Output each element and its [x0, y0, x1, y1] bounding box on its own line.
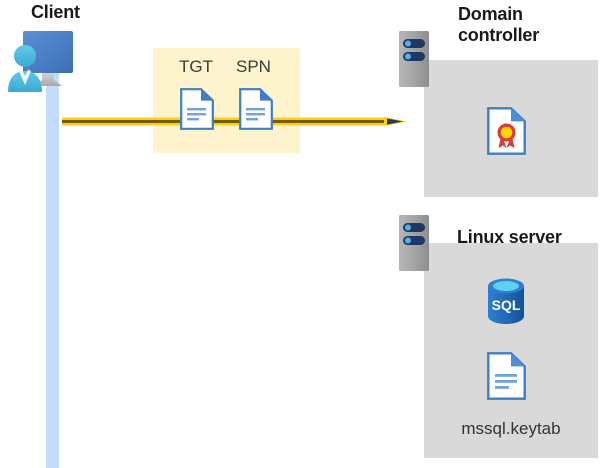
tgt-label: TGT [179, 57, 213, 76]
keytab-filename-label: mssql.keytab [461, 419, 561, 438]
linux-server-rack-icon [399, 215, 429, 271]
client-title: Client [31, 2, 80, 22]
client-workstation-icon [4, 26, 94, 96]
tgt-document-icon [180, 88, 214, 130]
spn-document-icon [239, 88, 273, 130]
svg-text:SQL: SQL [492, 297, 521, 313]
client-lifeline [46, 62, 59, 468]
keytab-document-icon [487, 352, 526, 400]
right-arrow-icon [62, 113, 407, 126]
sql-database-icon: SQL [484, 277, 528, 325]
domain-controller-server-rack-icon [399, 31, 429, 87]
spn-label: SPN [236, 57, 271, 76]
linux-server-title: Linux server [457, 227, 562, 247]
domain-controller-title: Domain controller [458, 4, 540, 45]
certificate-icon [487, 107, 526, 155]
message-highlight-box [153, 48, 300, 153]
